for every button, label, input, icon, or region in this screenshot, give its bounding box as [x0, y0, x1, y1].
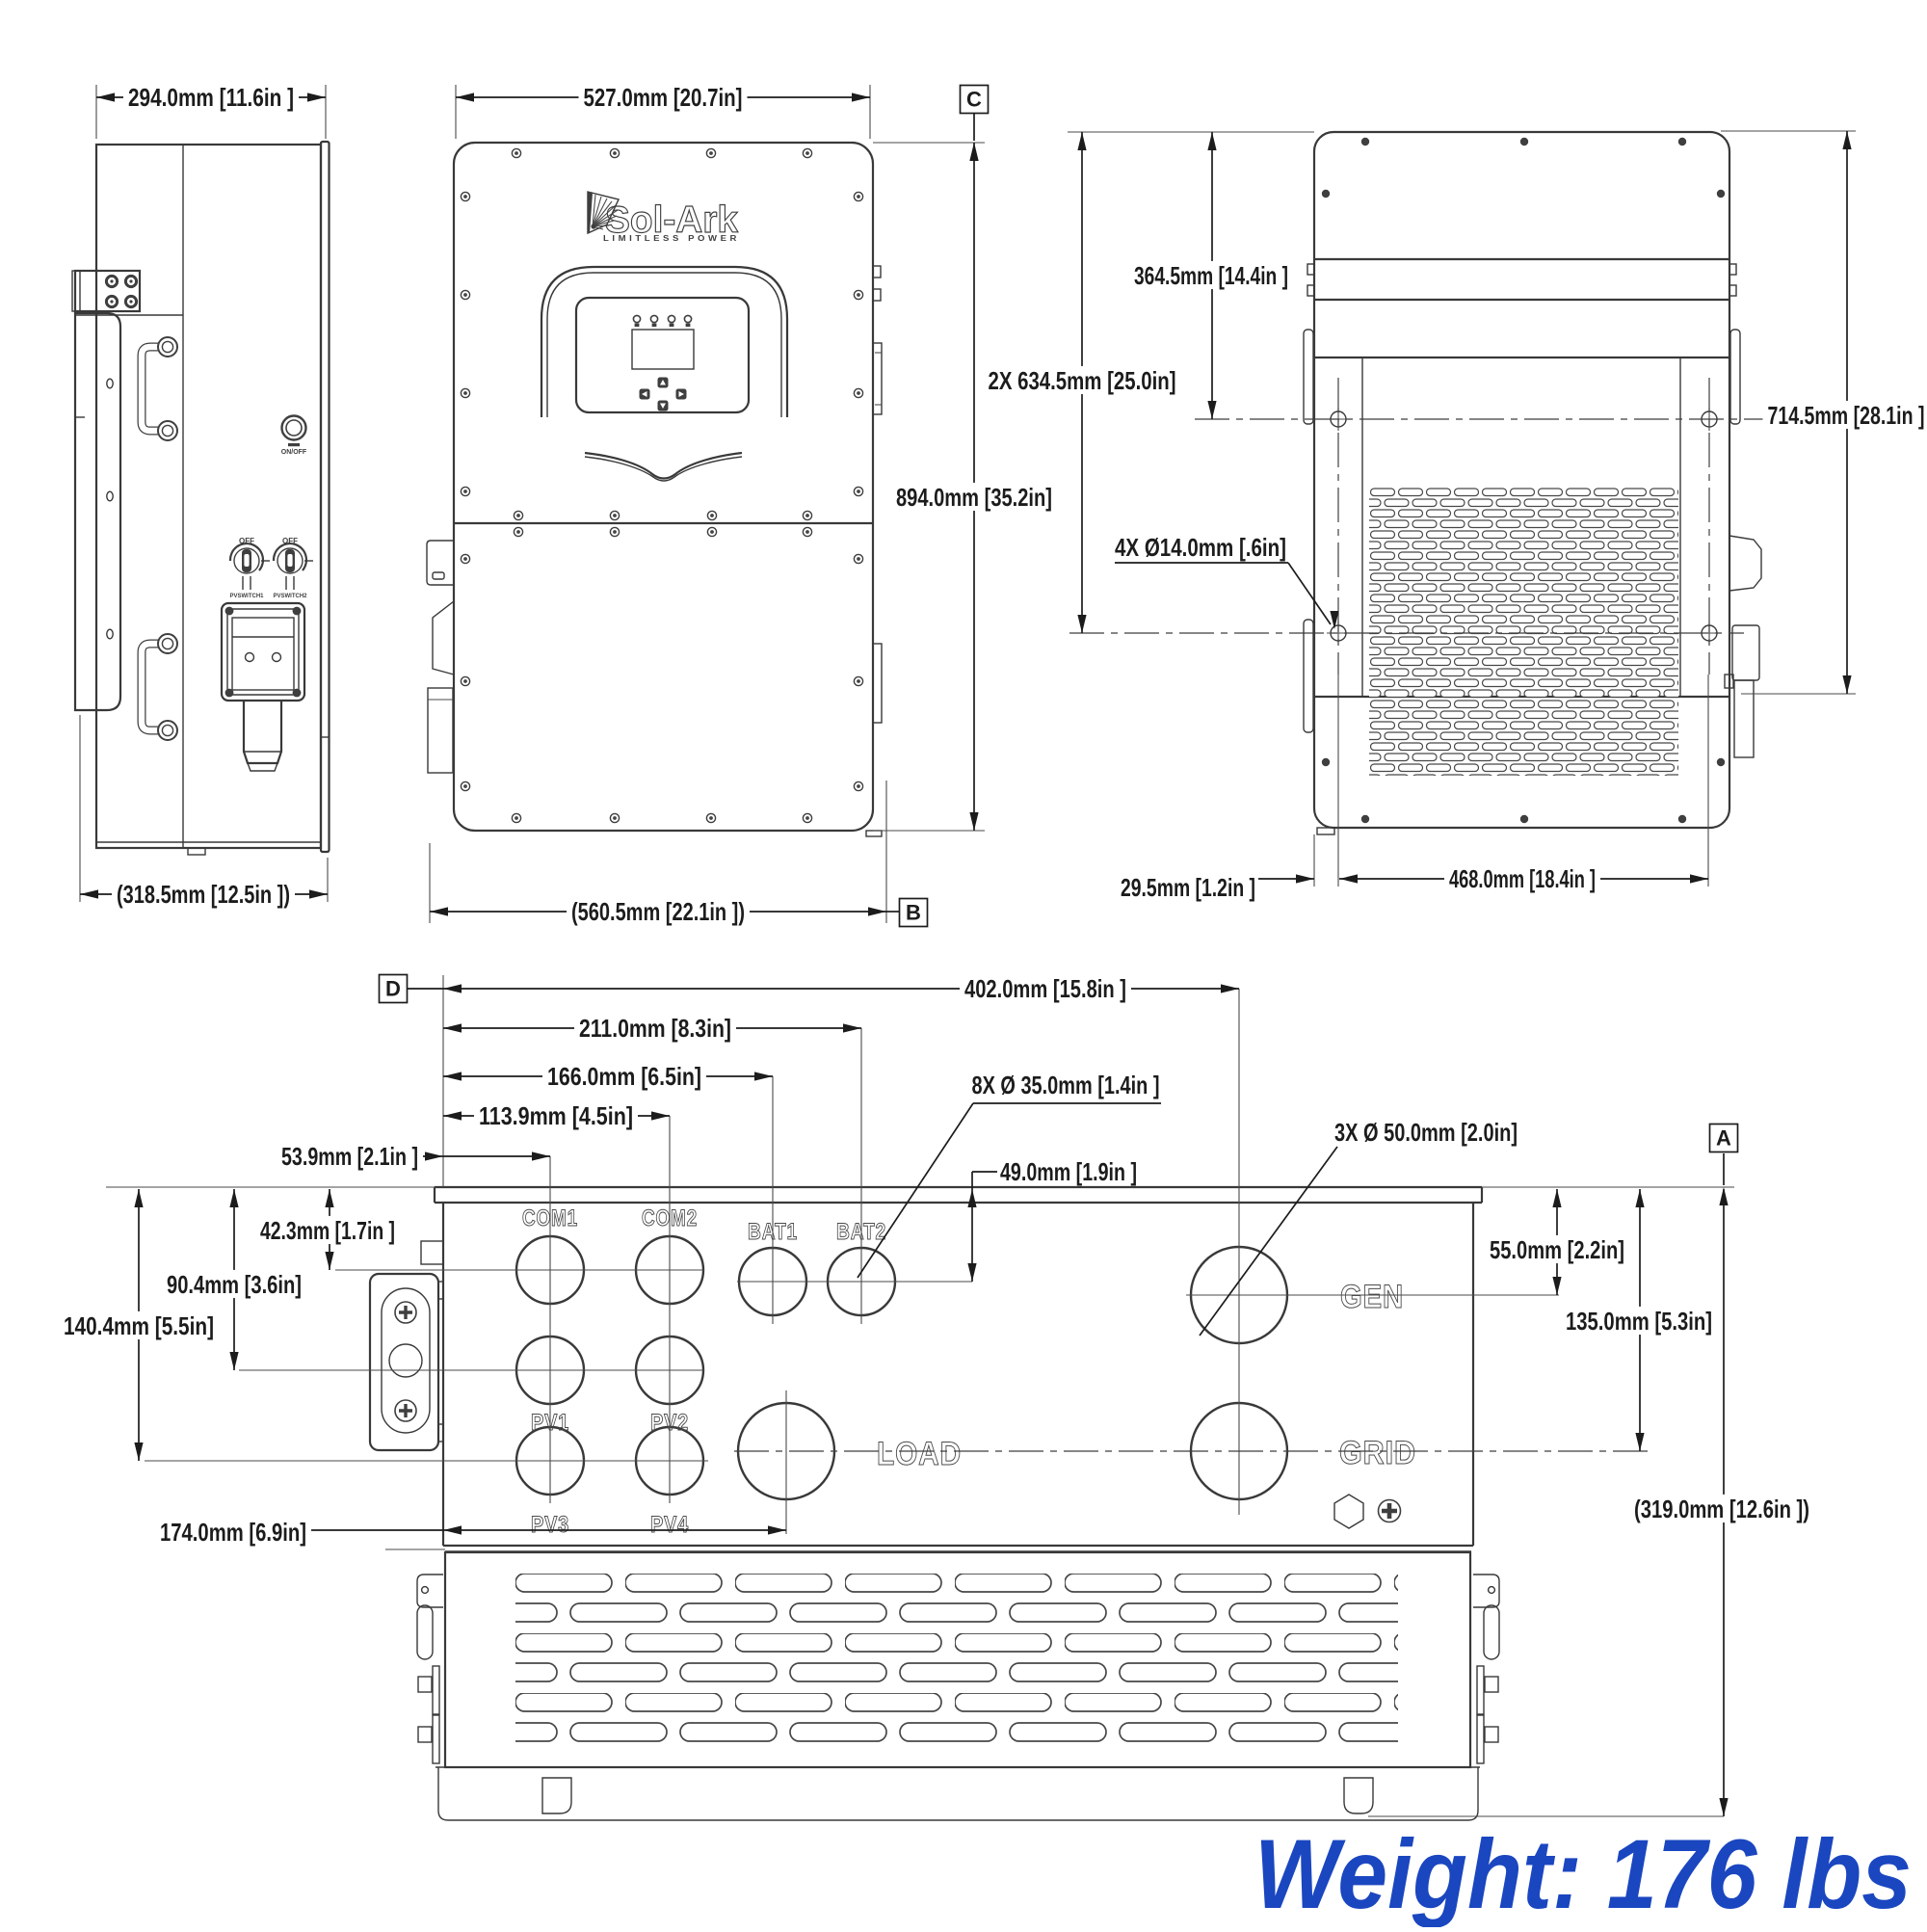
svg-text:Weight: 176 lbs: Weight: 176 lbs — [1254, 1819, 1912, 1927]
svg-text:D: D — [385, 977, 401, 1001]
svg-text:OFF: OFF — [239, 537, 254, 545]
svg-text:714.5mm [28.1in ]: 714.5mm [28.1in ] — [1768, 401, 1925, 430]
svg-text:140.4mm [5.5in]: 140.4mm [5.5in] — [64, 1311, 214, 1340]
svg-text:A: A — [1716, 1126, 1731, 1151]
svg-text:B: B — [906, 901, 921, 925]
svg-text:3X Ø 50.0mm [2.0in]: 3X Ø 50.0mm [2.0in] — [1334, 1118, 1518, 1147]
svg-text:402.0mm [15.8in ]: 402.0mm [15.8in ] — [964, 974, 1126, 1003]
svg-text:PV3: PV3 — [531, 1512, 569, 1538]
svg-text:(560.5mm [22.1in ]): (560.5mm [22.1in ]) — [571, 897, 745, 926]
svg-text:894.0mm [35.2in]: 894.0mm [35.2in] — [896, 483, 1052, 512]
svg-text:(318.5mm [12.5in ]): (318.5mm [12.5in ]) — [117, 880, 290, 909]
svg-text:364.5mm [14.4in ]: 364.5mm [14.4in ] — [1134, 261, 1288, 290]
svg-text:468.0mm [18.4in ]: 468.0mm [18.4in ] — [1449, 864, 1596, 893]
svg-text:LIMITLESS POWER: LIMITLESS POWER — [603, 234, 740, 243]
svg-text:LOAD: LOAD — [877, 1436, 962, 1472]
svg-text:PVSWITCH2: PVSWITCH2 — [273, 594, 307, 599]
svg-text:GRID: GRID — [1339, 1435, 1416, 1471]
svg-text:8X Ø 35.0mm [1.4in ]: 8X Ø 35.0mm [1.4in ] — [972, 1071, 1160, 1099]
svg-text:113.9mm [4.5in]: 113.9mm [4.5in] — [479, 1101, 633, 1130]
svg-text:ON/OFF: ON/OFF — [281, 449, 307, 456]
svg-text:42.3mm [1.7in ]: 42.3mm [1.7in ] — [260, 1216, 395, 1245]
svg-text:PVSWITCH1: PVSWITCH1 — [229, 594, 264, 599]
svg-text:OFF: OFF — [282, 537, 298, 545]
svg-text:166.0mm [6.5in]: 166.0mm [6.5in] — [547, 1062, 701, 1091]
svg-text:527.0mm [20.7in]: 527.0mm [20.7in] — [584, 83, 743, 112]
svg-text:29.5mm [1.2in ]: 29.5mm [1.2in ] — [1121, 873, 1255, 902]
svg-text:PV4: PV4 — [650, 1512, 689, 1538]
svg-text:4X Ø14.0mm [.6in]: 4X Ø14.0mm [.6in] — [1115, 533, 1286, 562]
svg-text:(319.0mm [12.6in ]): (319.0mm [12.6in ]) — [1634, 1495, 1809, 1523]
svg-text:294.0mm [11.6in ]: 294.0mm [11.6in ] — [128, 83, 294, 112]
svg-text:49.0mm [1.9in ]: 49.0mm [1.9in ] — [1000, 1157, 1137, 1186]
svg-text:55.0mm [2.2in]: 55.0mm [2.2in] — [1490, 1235, 1624, 1264]
svg-text:174.0mm [6.9in]: 174.0mm [6.9in] — [160, 1518, 306, 1547]
svg-text:90.4mm [3.6in]: 90.4mm [3.6in] — [167, 1270, 302, 1299]
svg-text:GEN: GEN — [1340, 1279, 1404, 1315]
svg-text:2X 634.5mm [25.0in]: 2X 634.5mm [25.0in] — [989, 366, 1176, 395]
svg-text:53.9mm [2.1in ]: 53.9mm [2.1in ] — [281, 1142, 418, 1171]
svg-text:211.0mm [8.3in]: 211.0mm [8.3in] — [579, 1014, 731, 1043]
svg-text:C: C — [966, 88, 982, 112]
svg-text:135.0mm [5.3in]: 135.0mm [5.3in] — [1566, 1307, 1712, 1336]
